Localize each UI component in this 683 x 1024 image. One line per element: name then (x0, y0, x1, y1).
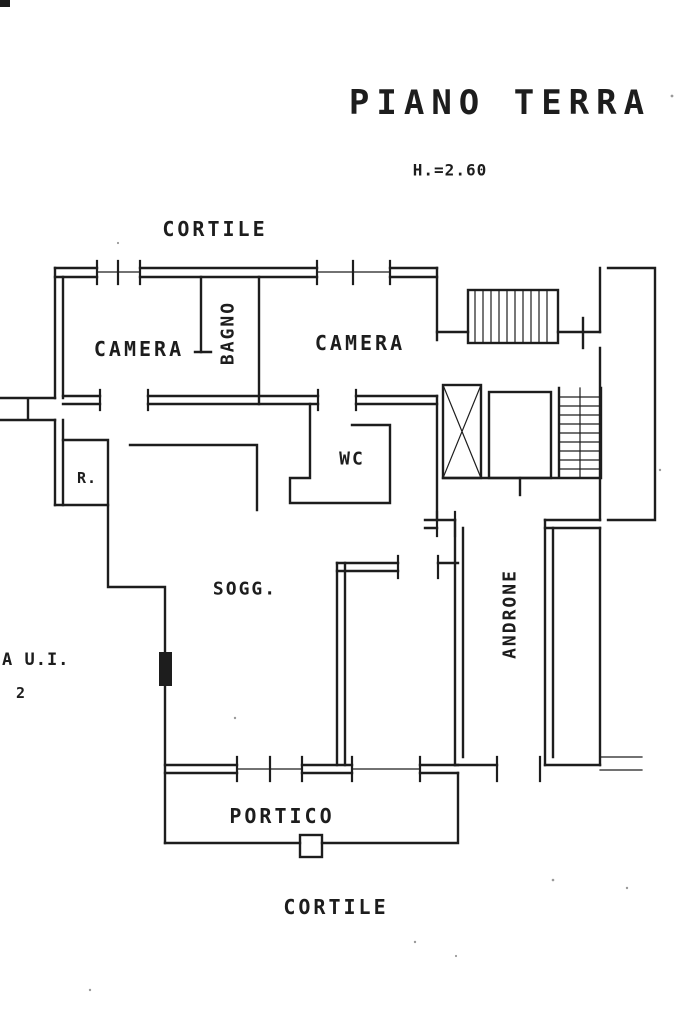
room-label-bagno: BAGNO (217, 300, 239, 366)
scan-artifact (0, 0, 10, 7)
room-label-cortile-top: CORTILE (162, 217, 268, 241)
room-label-ripostiglio: R. (76, 469, 98, 487)
margin-note-number: 2 (16, 684, 27, 702)
room-label-camera-right: CAMERA (314, 331, 406, 355)
room-label-soggiorno: SOGG. (212, 578, 278, 600)
door-jamb-block (159, 652, 172, 686)
lines-thin (96, 271, 643, 771)
page-title: PIANO TERRA (348, 83, 652, 123)
walls-main (0, 266, 657, 859)
room-label-camera-left: CAMERA (93, 337, 185, 361)
room-label-androne: ANDRONE (499, 569, 521, 659)
room-label-wc: WC (339, 448, 365, 470)
room-label-portico: PORTICO (229, 804, 335, 828)
margin-note-unit: A U.I. (2, 650, 70, 670)
scan-speckles (88, 94, 674, 992)
room-label-cortile-bottom: CORTILE (283, 895, 389, 919)
height-note: H.=2.60 (412, 160, 488, 180)
jamb-ticks (95, 259, 542, 783)
